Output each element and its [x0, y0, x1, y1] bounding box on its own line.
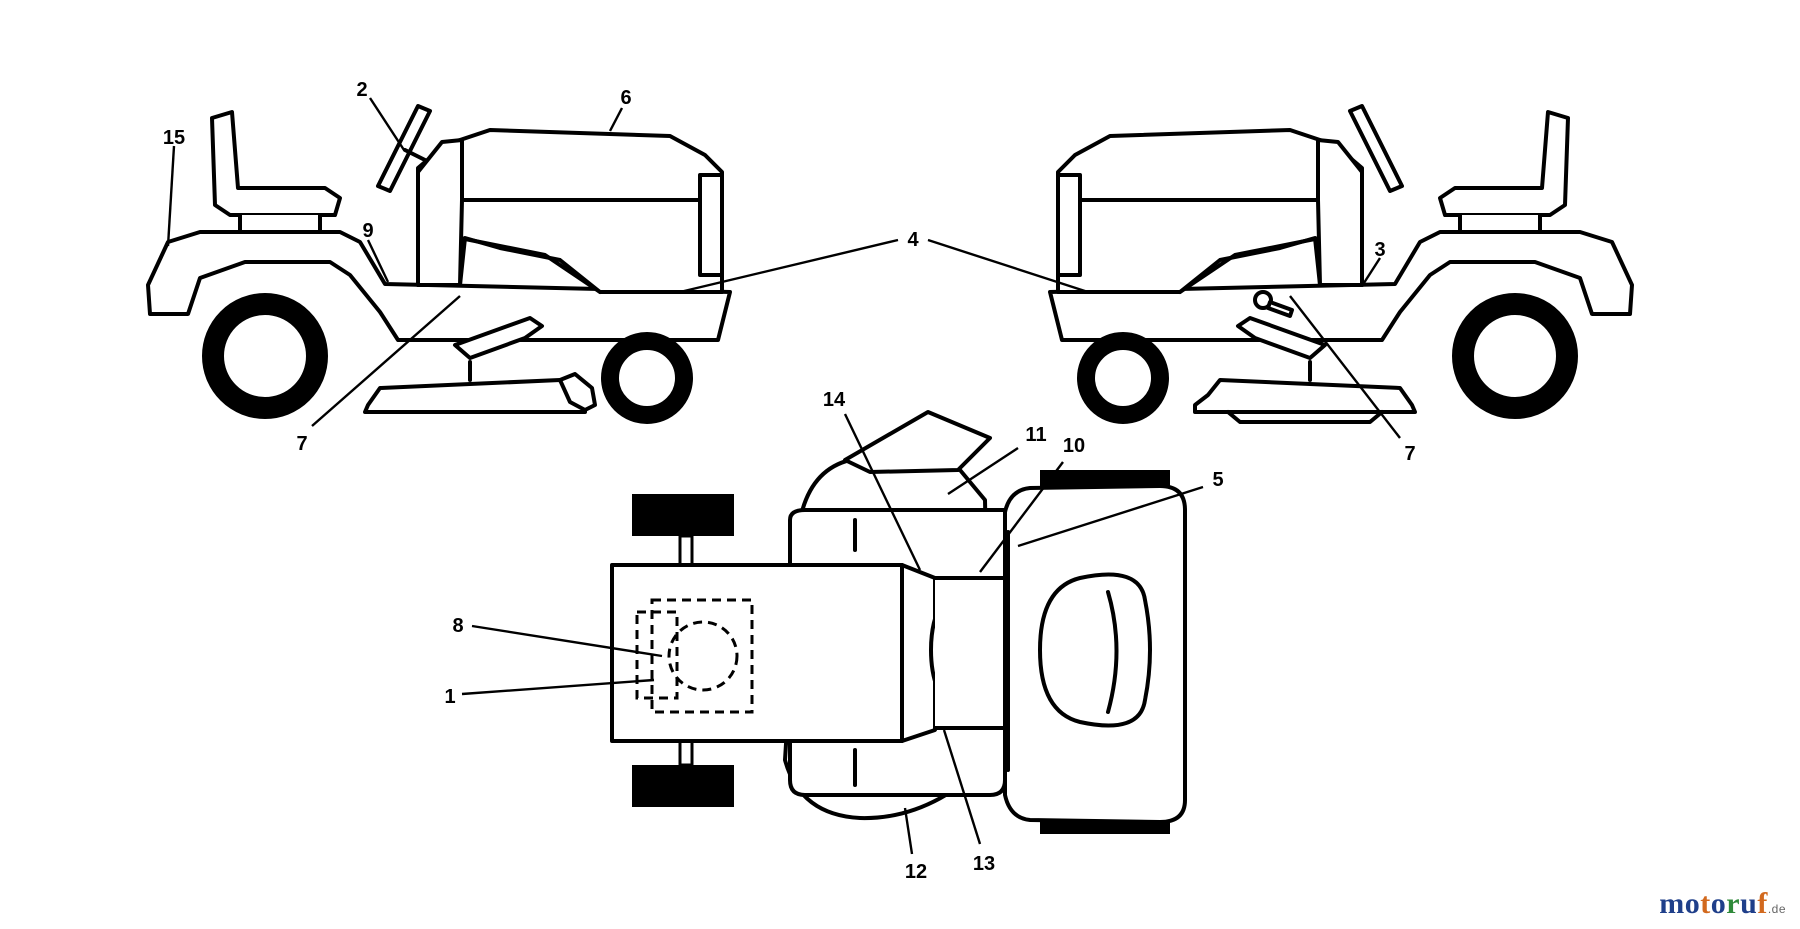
callout-10: 10	[1063, 435, 1085, 457]
left-dash-tower	[416, 138, 464, 287]
callout-8: 8	[452, 615, 463, 637]
right-mower-deck	[1193, 378, 1417, 414]
top-seat-area	[610, 563, 904, 743]
right-pedal	[1236, 316, 1327, 360]
left-seat	[210, 110, 342, 217]
callout-13: 13	[973, 853, 995, 875]
right-side-view	[1048, 104, 1634, 424]
leader-7-left	[311, 295, 461, 427]
callout-15: 15	[163, 127, 185, 149]
left-mower-deck	[363, 378, 587, 414]
leader-9	[366, 239, 390, 283]
top-headlight-inner	[1106, 590, 1119, 714]
callout-7-left: 7	[296, 433, 307, 455]
right-rear-wheel	[1452, 293, 1578, 419]
callout-3: 3	[1374, 239, 1385, 261]
leader-5	[1017, 485, 1204, 548]
right-steering-wheel	[1348, 104, 1404, 193]
right-grille	[1056, 173, 1082, 277]
top-decal-inner	[635, 610, 679, 700]
callout-12: 12	[905, 861, 927, 883]
leader-14	[843, 413, 922, 571]
leader-7-right	[1289, 295, 1401, 439]
leader-lines	[166, 97, 1401, 855]
callout-numbers: 15 2 6 9 4 7 7 3 14 11 10 5 8 1 12 13	[163, 79, 1416, 883]
top-hood-neck	[933, 576, 1012, 730]
leader-15	[166, 145, 176, 247]
watermark-u: u	[1740, 887, 1758, 920]
callout-9: 9	[362, 220, 373, 242]
watermark-t: t	[1700, 887, 1711, 920]
right-seat-base	[1458, 213, 1542, 234]
left-hood-lower-line	[458, 236, 602, 294]
watermark-logo: motoruf.de	[1659, 887, 1786, 921]
left-discharge-chute	[558, 372, 597, 412]
top-view	[610, 410, 1187, 834]
top-discharge-chute	[843, 410, 992, 474]
leader-2	[368, 97, 406, 151]
leader-8	[471, 624, 663, 658]
right-lever-knob	[1253, 290, 1273, 310]
right-front-wheel	[1077, 332, 1169, 424]
callout-6: 6	[620, 87, 631, 109]
callout-2: 2	[356, 79, 367, 101]
leader-12	[903, 807, 914, 855]
callout-7-right: 7	[1404, 443, 1415, 465]
top-rear-wheel-upper	[632, 494, 734, 536]
left-side-view	[146, 104, 732, 424]
callout-5: 5	[1212, 469, 1223, 491]
left-front-wheel	[601, 332, 693, 424]
callout-11: 11	[1025, 424, 1046, 446]
leader-13	[942, 729, 982, 845]
watermark-f: f	[1757, 887, 1768, 920]
leader-10	[979, 461, 1064, 573]
right-seat	[1438, 110, 1570, 217]
left-pedal	[453, 316, 544, 360]
callout-4: 4	[907, 229, 919, 251]
leader-6	[608, 107, 624, 132]
leader-3	[1360, 257, 1382, 287]
watermark-r: r	[1726, 887, 1741, 920]
callout-1: 1	[444, 686, 455, 708]
left-rear-wheel	[202, 293, 328, 419]
top-rear-wheel-lower	[632, 765, 734, 807]
watermark-o: o	[1710, 887, 1727, 920]
right-dash-tower	[1316, 138, 1364, 287]
right-lever	[1266, 300, 1294, 318]
leader-4a	[679, 238, 899, 294]
top-headlight	[1038, 572, 1152, 728]
top-fuel-decal	[650, 598, 754, 714]
left-grille	[698, 173, 724, 277]
right-hood-lower-line	[1178, 236, 1322, 294]
top-fuel-cap	[667, 620, 739, 692]
top-axle-upper	[678, 534, 694, 568]
callout-14: 14	[823, 389, 846, 411]
leader-4b	[927, 238, 1089, 294]
watermark-suffix: .de	[1767, 902, 1786, 916]
left-seat-base	[238, 213, 322, 234]
left-steering-column	[403, 148, 427, 162]
leader-11	[947, 446, 1019, 496]
right-deck-skirt	[1226, 410, 1384, 424]
leader-1	[461, 678, 655, 696]
watermark-mo: mo	[1659, 887, 1701, 920]
